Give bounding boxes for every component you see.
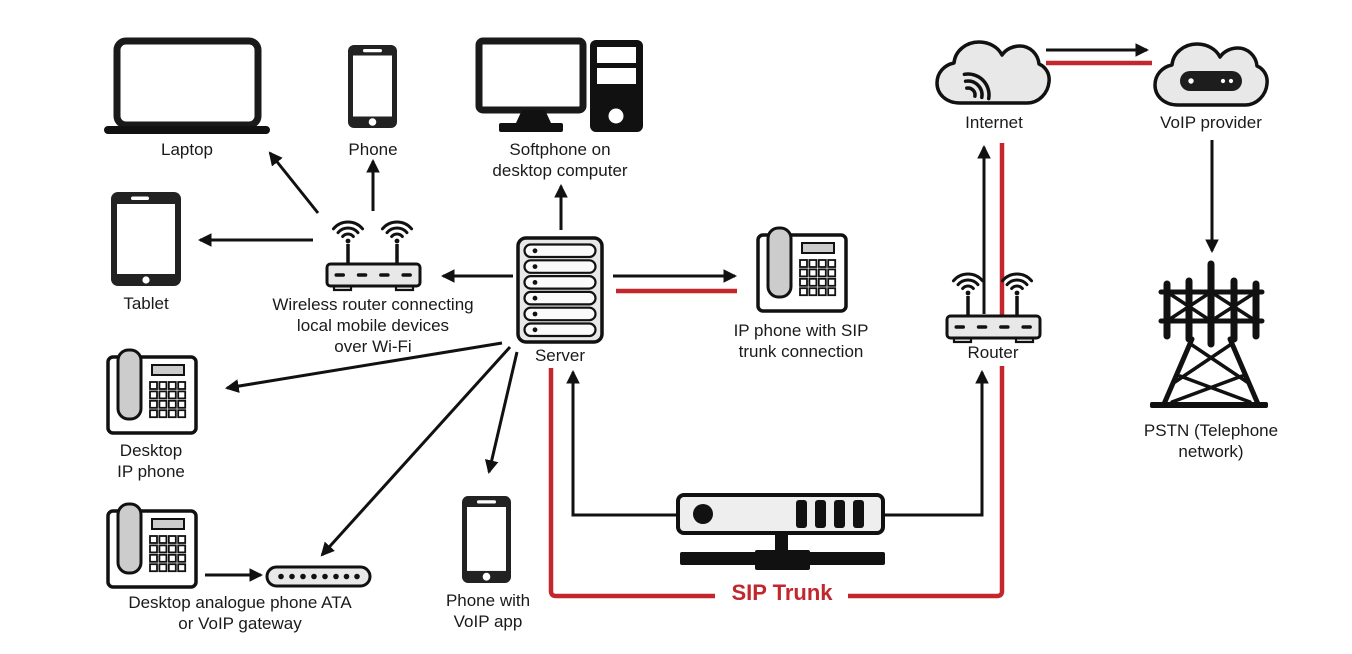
ip-phone-icon: [758, 228, 846, 311]
phone-icon: [348, 45, 397, 128]
wireless-router-icon: [327, 222, 420, 290]
voip-provider-cloud-icon: [1153, 42, 1269, 107]
red-link-sip-label-to-router: [848, 366, 1005, 599]
server-icon: [516, 236, 604, 344]
tablet-label: Tablet: [123, 294, 169, 313]
red-link-server-to-sip-label: [548, 368, 715, 599]
arrow-server-to-desktop-ip-phone: [224, 341, 503, 393]
internet-label: Internet: [965, 113, 1023, 132]
analogue-phone-label: Desktop analogue phone ATA or VoIP gatew…: [128, 593, 352, 633]
router-icon: [947, 274, 1040, 342]
ata-gateway-icon: [265, 565, 372, 588]
phone-label: Phone: [348, 140, 398, 159]
laptop-label: Laptop: [161, 140, 213, 159]
softphone-label: Softphone on desktop computer: [492, 140, 628, 180]
internet-cloud-icon: [935, 40, 1051, 105]
voip-app-phone-label: Phone with VoIP app: [445, 591, 531, 631]
voip-app-phone-icon: [462, 496, 511, 583]
arrow-server-to-voip-app-phone: [484, 351, 519, 475]
sip-trunk-label: SIP Trunk: [731, 580, 833, 605]
signal-arcs-icon: [962, 72, 991, 101]
arrow-sip-appliance-to-router: [883, 369, 989, 517]
server-label: Server: [534, 346, 586, 365]
router-label: Router: [967, 343, 1019, 362]
connection-arrows: [197, 43, 1219, 582]
sip-trunk-appliance-icon: [676, 493, 885, 570]
arrow-wifirouter-to-laptop: [268, 151, 320, 214]
tablet-icon: [111, 192, 181, 286]
desktop-ip-phone-label: Desktop IP phone: [117, 441, 185, 481]
desktop-ip-phone-icon: [108, 350, 196, 433]
laptop-icon: [104, 37, 270, 134]
pstn-tower-icon: [1150, 260, 1268, 408]
wireless-router-label: Wireless router connecting local mobile …: [272, 295, 474, 356]
pstn-label: PSTN (Telephone network): [1143, 421, 1279, 461]
softphone-desktop-icon: [475, 37, 643, 132]
ip-phone-label: IP phone with SIP trunk connection: [733, 321, 869, 361]
arrow-server-to-ata: [320, 345, 512, 557]
sip-trunk-red-path: [548, 60, 1152, 599]
arrow-sip-appliance-to-server: [566, 369, 678, 517]
analogue-phone-icon: [108, 504, 196, 587]
voip-provider-label: VoIP provider: [1160, 113, 1262, 132]
